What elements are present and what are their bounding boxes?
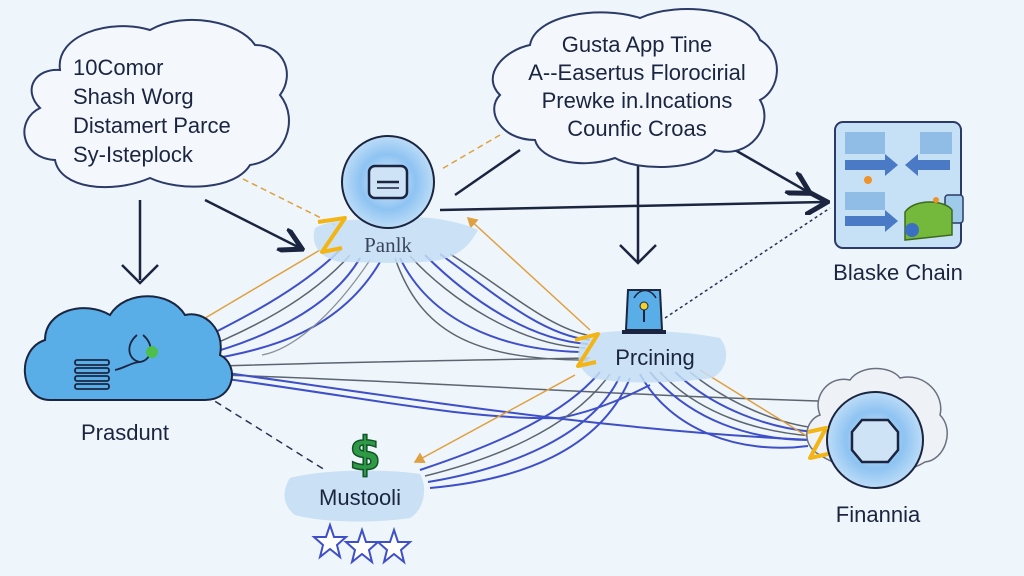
link-bank-prcining: [409, 255, 586, 349]
status-dot: [146, 346, 158, 358]
left-callout-line-1: 10Comor: [73, 55, 163, 80]
callout-cloud-shape: [491, 8, 778, 168]
accent-links: [184, 134, 811, 463]
cloud-server-icon: [74, 334, 152, 390]
bank-label: Panlk: [364, 233, 412, 257]
arrow-head: [121, 264, 159, 285]
lock-shield-icon: [622, 289, 666, 334]
orange-link-leftcallout-bank: [224, 169, 336, 226]
link-bank-prasdunt: [204, 261, 381, 361]
link-bank-prasdunt: [261, 259, 371, 356]
prcining-label: Prcining: [615, 345, 694, 370]
orange-link-prcining-mustooli: [413, 374, 576, 463]
blaske-chain-label: Blaske Chain: [833, 260, 963, 285]
node-bank[interactable]: Panlk: [313, 135, 478, 263]
arrow-bank-blaskechain: [439, 202, 825, 210]
top-callout: Gusta App Tine A--Easertus Florocirial P…: [491, 8, 778, 168]
link-prcining-finannia: [659, 371, 813, 437]
link-prasdunt-prcining: [219, 377, 651, 420]
prasdunt-label: Prasdunt: [81, 420, 169, 445]
arrow-leftcallout-bank: [204, 198, 300, 248]
node-blaske-chain[interactable]: Blaske Chain: [833, 121, 964, 285]
coin-globe-icon: [850, 418, 900, 464]
link-prasdunt-prcining: [219, 374, 851, 403]
node-prcining[interactable]: Prcining: [574, 289, 727, 383]
left-callout: 10Comor Shash Worg Distamert Parce Sy-Is…: [23, 18, 290, 189]
arrow-topcallout-bank: [454, 148, 521, 197]
link-prcining-finannia: [689, 371, 817, 429]
top-callout-line-2: A--Easertus Florocirial: [528, 60, 746, 85]
link-prcining-mustooli: [427, 375, 621, 483]
link-bank-prasdunt: [199, 257, 361, 357]
bolt-icon: [317, 216, 347, 254]
finannia-label: Finannia: [836, 502, 921, 527]
orange-link-prcining-finannia: [699, 369, 811, 439]
dotted-link-prcining-blaskechain: [664, 207, 831, 319]
left-callout-line-3: Distamert Parce: [73, 113, 231, 138]
orange-link-prasdunt-bank: [184, 249, 321, 331]
cloud-server-shape: [23, 295, 233, 401]
mustooli-label: Mustooli: [319, 485, 401, 510]
star-icon: [343, 526, 381, 565]
link-prcining-mustooli: [424, 373, 611, 477]
orange-link-prcining-bank: [466, 216, 591, 331]
link-bank-prcining: [424, 254, 589, 345]
node-finannia[interactable]: Finannia: [806, 367, 948, 527]
link-bank-prcining: [439, 253, 591, 341]
link-bundles: [189, 249, 851, 489]
callout-cloud-shape: [23, 18, 290, 189]
link-prcining-mustooli: [429, 377, 631, 489]
node-mustooli[interactable]: $ Mustooli: [284, 426, 425, 565]
orange-link-topcallout-bank: [439, 134, 501, 171]
node-splash: [313, 217, 478, 263]
bolt-icon: [807, 426, 829, 460]
top-callout-line-3: Prewke in.Incations: [542, 88, 733, 113]
workflow-panel-icon: [834, 121, 964, 249]
star-icons: [311, 521, 413, 565]
star-icon: [311, 521, 349, 560]
top-callout-line-4: Counfic Croas: [567, 116, 706, 141]
node-splash: [578, 330, 727, 383]
link-prcining-mustooli: [419, 371, 601, 471]
link-bank-prcining: [399, 257, 581, 353]
bolt-icon: [574, 332, 600, 368]
link-prasdunt-prcining: [219, 357, 591, 367]
star-icon: [375, 526, 413, 565]
node-splash: [284, 470, 425, 522]
arrow-topcallout-blaskechain: [734, 148, 808, 192]
card-icon: [367, 164, 409, 200]
flow-arrows: [121, 148, 825, 285]
dashed-link-prasdunt-mustooli: [204, 394, 326, 471]
dollar-icon: $: [349, 427, 381, 481]
left-callout-line-2: Shash Worg: [73, 84, 194, 109]
left-callout-line-4: Sy-Isteplock: [73, 142, 194, 167]
arrow-head: [619, 244, 657, 265]
link-bank-prcining: [449, 253, 593, 337]
top-callout-line-1: Gusta App Tine: [562, 32, 712, 57]
link-prasdunt-finannia: [219, 371, 813, 441]
node-prasdunt[interactable]: Prasdunt: [23, 295, 233, 445]
